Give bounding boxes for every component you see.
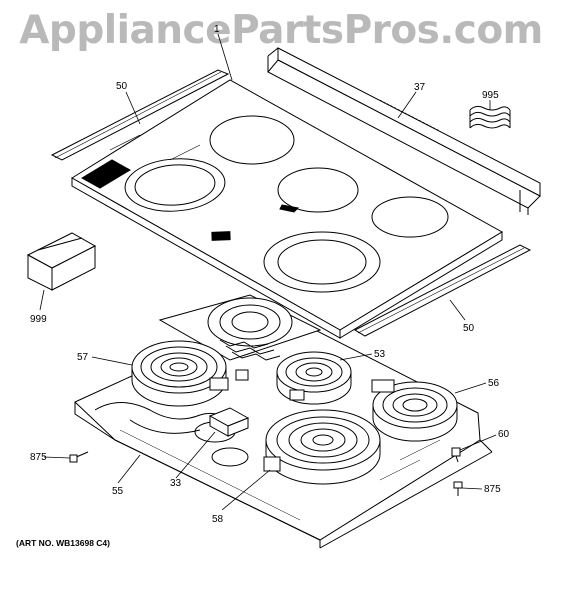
callout-1: 1 <box>214 24 220 35</box>
callout-999: 999 <box>30 314 47 325</box>
screw-875-right[interactable] <box>453 481 463 496</box>
callout-875-right: 875 <box>484 484 501 495</box>
clip-60[interactable] <box>451 447 461 463</box>
callout-37: 37 <box>414 82 426 93</box>
surface-unit-56[interactable] <box>371 379 458 442</box>
callout-995: 995 <box>482 90 499 101</box>
screw-875-left[interactable] <box>69 451 89 463</box>
trim-strip-right[interactable] <box>353 244 532 337</box>
surface-unit-57[interactable] <box>131 340 249 407</box>
surface-unit-58[interactable] <box>263 409 381 485</box>
packaging-box-999[interactable] <box>26 232 97 291</box>
switch-33[interactable] <box>208 407 250 437</box>
rear-channel[interactable] <box>267 47 541 215</box>
rear-burner-plate <box>158 294 322 361</box>
callout-60: 60 <box>498 429 510 440</box>
callout-58: 58 <box>212 514 224 525</box>
callout-55: 55 <box>112 486 124 497</box>
glass-cooktop[interactable] <box>71 79 503 339</box>
callout-50-top: 50 <box>116 81 128 92</box>
leader-lines <box>39 33 497 511</box>
watermark-text: AppliancePartsPros.com <box>19 8 543 53</box>
spring-clip-995[interactable] <box>469 105 511 129</box>
surface-unit-53[interactable] <box>276 351 352 405</box>
callout-50-right: 50 <box>463 323 475 334</box>
callout-53: 53 <box>374 349 386 360</box>
callout-56: 56 <box>488 378 500 389</box>
callout-57: 57 <box>77 352 89 363</box>
callout-875-left: 875 <box>30 452 47 463</box>
trim-strip-top-left[interactable] <box>50 69 230 161</box>
callout-labels: 50 1 37 995 999 50 57 53 56 60 875 875 5… <box>30 24 510 525</box>
callout-33: 33 <box>170 478 182 489</box>
art-number: (ART NO. WB13698 C4) <box>16 538 110 548</box>
